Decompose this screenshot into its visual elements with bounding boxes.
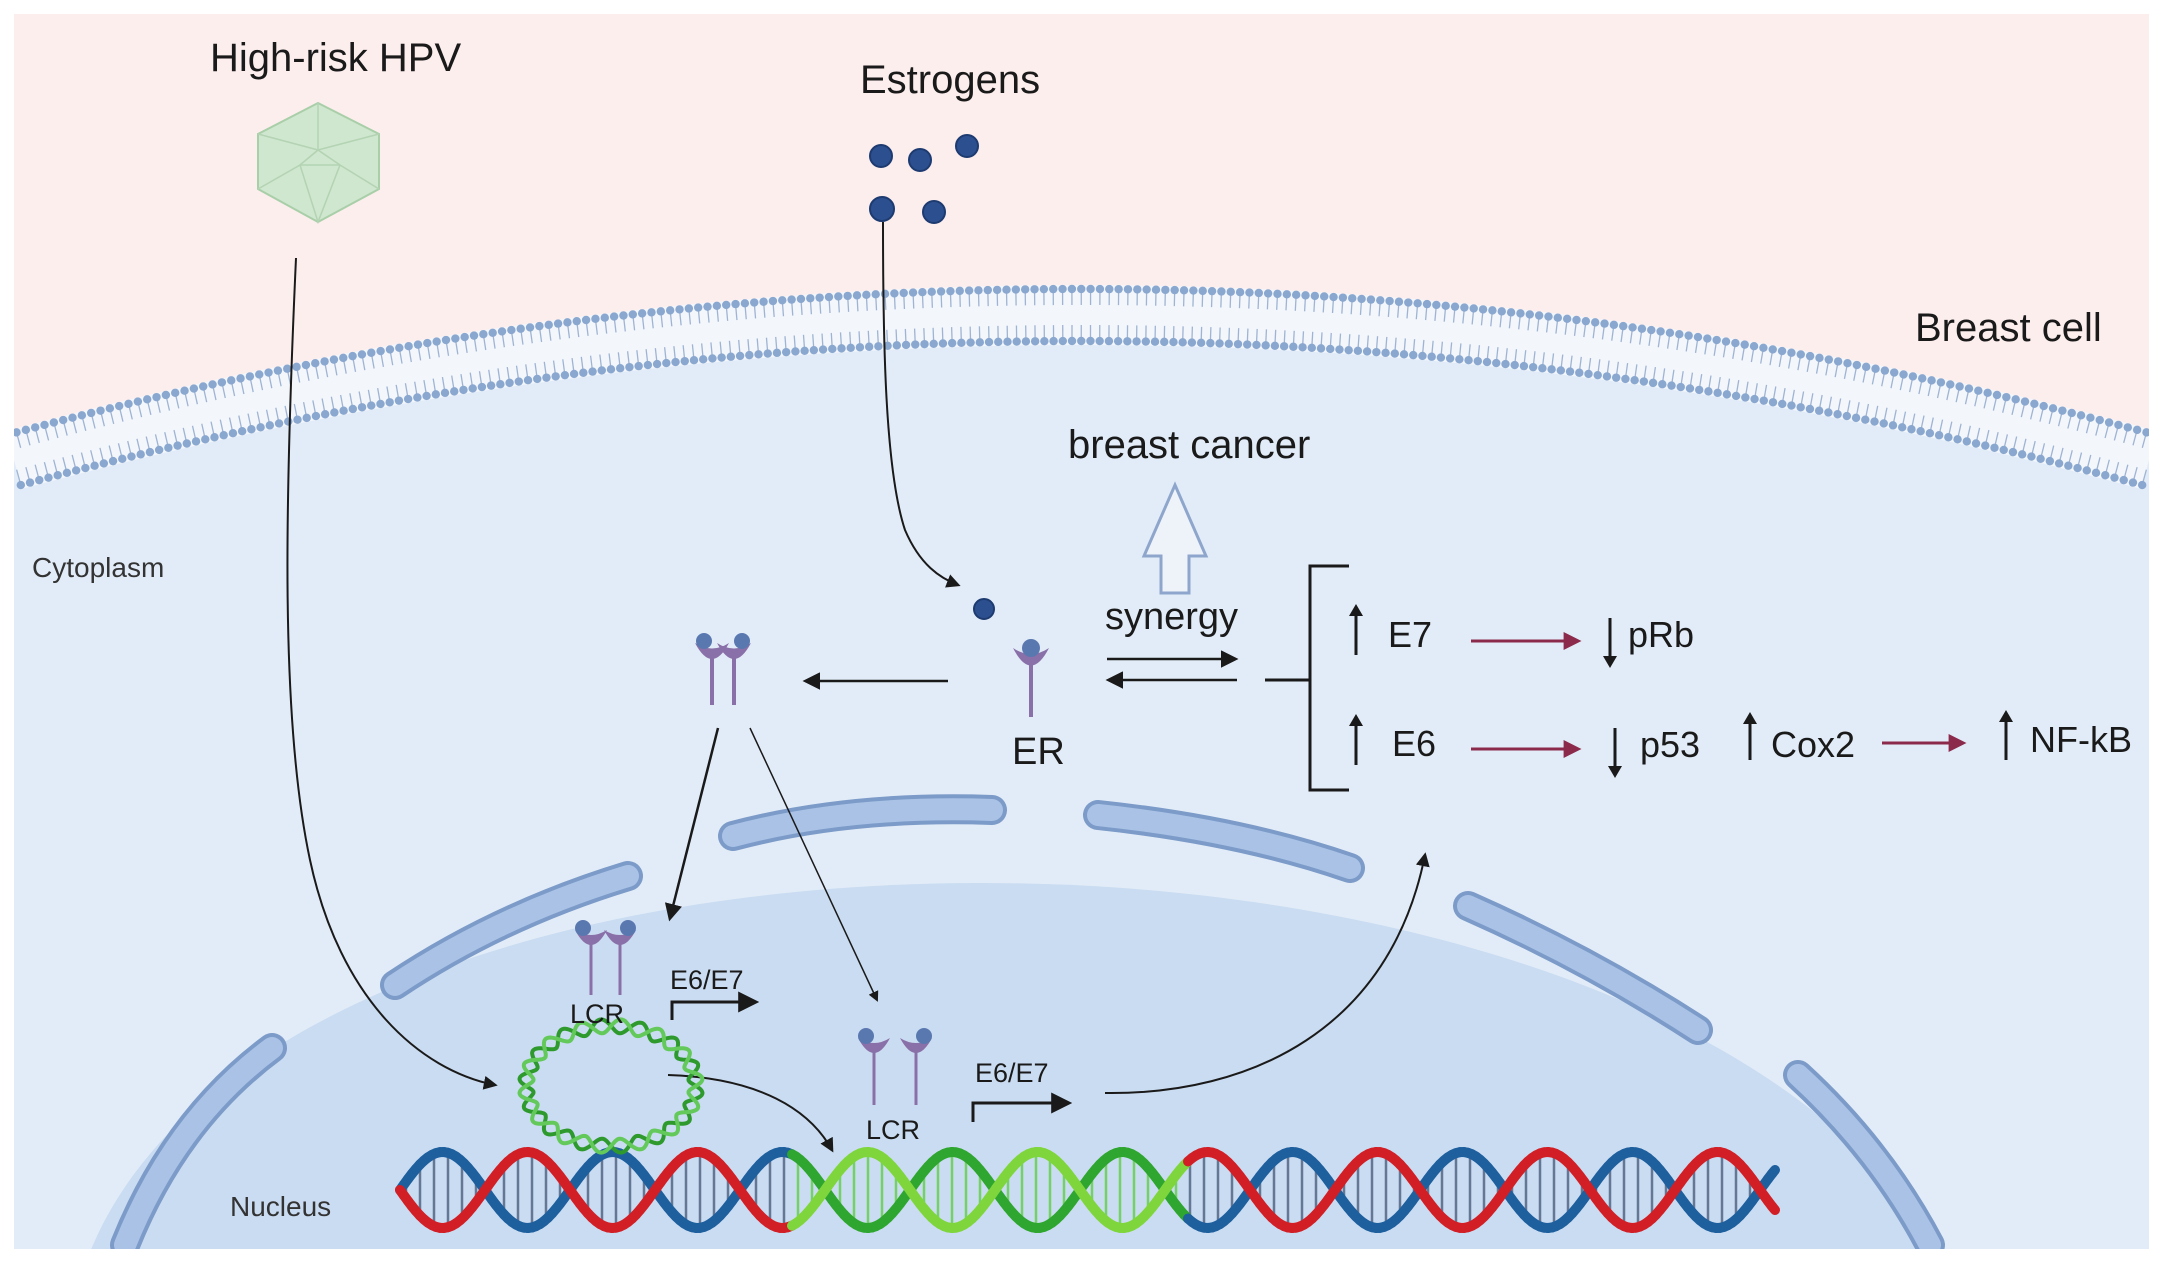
nfkb-label: NF-kB xyxy=(2030,722,2132,758)
p53-label: p53 xyxy=(1640,727,1700,763)
lcr-label-2: LCR xyxy=(866,1117,920,1144)
synergy-label: synergy xyxy=(1105,598,1238,636)
lcr-label-1: LCR xyxy=(570,1001,624,1028)
cytoplasm-label: Cytoplasm xyxy=(32,554,164,582)
breast-cell-label: Breast cell xyxy=(1915,308,2102,348)
e6e7-label-2: E6/E7 xyxy=(975,1060,1049,1087)
e7-label: E7 xyxy=(1388,617,1432,653)
e6-label: E6 xyxy=(1392,726,1436,762)
er-label: ER xyxy=(1012,733,1065,771)
estrogens-label: Estrogens xyxy=(860,60,1040,100)
nucleus-label: Nucleus xyxy=(230,1193,331,1221)
prb-label: pRb xyxy=(1628,617,1694,653)
hpv-label: High-risk HPV xyxy=(210,38,461,78)
breast-cancer-label: breast cancer xyxy=(1068,425,1310,465)
cox2-label: Cox2 xyxy=(1771,727,1855,763)
e6e7-label-1: E6/E7 xyxy=(670,967,744,994)
bound-estrogen-molecule xyxy=(974,599,994,619)
